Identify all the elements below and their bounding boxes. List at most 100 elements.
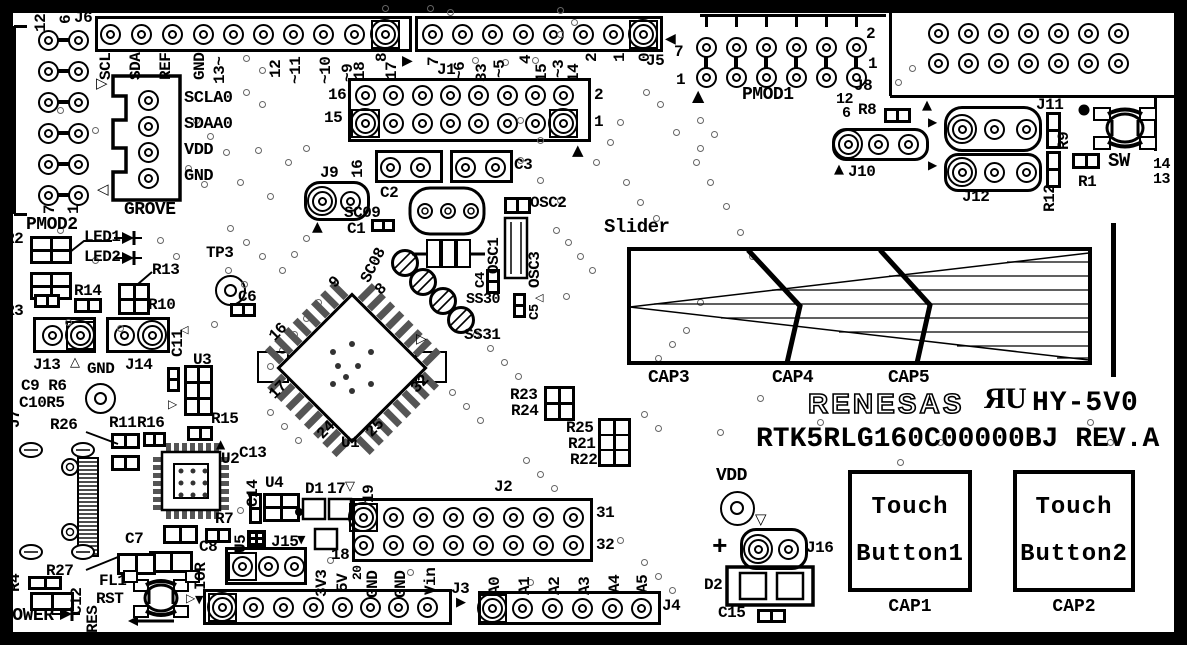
mid-part [117,553,156,575]
r15-part [187,426,213,441]
via-dot [326,556,334,564]
c5-part [513,293,526,318]
u5-part [247,530,266,547]
via-dot [242,88,250,96]
hdr-4: 4 [517,54,535,64]
j16-header-hole [777,538,799,560]
j2-header-hole [532,534,554,556]
r7-part [205,528,231,543]
j10-label: J10 [848,163,876,181]
via-dot [562,292,570,300]
pmod1-pin1: 1 [676,71,686,89]
silk-line [14,212,27,216]
j2-header-hole [442,534,464,556]
j3-header-hole [387,596,409,618]
r3-part [34,294,60,308]
cap5-label: CAP5 [888,368,930,388]
via-dot [91,256,99,264]
c14-label: C14 [244,479,262,507]
r23-label: R23 [510,386,538,404]
j4-header-hole [541,597,563,619]
u5-label: U5 [232,534,250,553]
r21-label: R21 [568,435,596,453]
via-dot [200,180,208,188]
via-dot [516,156,524,164]
via-dot [516,116,524,124]
via-dot [556,6,564,14]
via-dot [552,226,560,234]
c3-label: C3 [514,156,533,174]
j4-header-hole [601,597,623,619]
via-dot [564,238,572,246]
j2-label: J2 [494,478,513,496]
u1-pin17: 17 [265,377,291,404]
triangle-marker-icon: ▼ [297,533,306,546]
via-dot [526,578,534,586]
u4-label: U4 [265,474,284,492]
via-dot [514,372,522,380]
triangle-marker-icon: ▶ [402,53,413,69]
via-dot [706,178,714,186]
via-dot [91,126,99,134]
j3-gnd1: GND [364,570,382,598]
j12-header-hole [1015,161,1037,183]
triangle-marker-icon: △ [70,355,80,370]
via-dot [462,402,470,410]
r25-label: R25 [566,419,594,437]
j6-header-hole [343,23,365,45]
u1-pin32: 32 [407,371,433,398]
via-dot [654,572,662,580]
c1-part [371,219,395,232]
mid-header-hole [354,84,376,106]
j2-header-hole [412,534,434,556]
via-dot [536,176,544,184]
j13-header-big-ring [65,320,95,350]
silk-line [704,15,708,27]
part-number-label: RTK5RLG160C00000BJ REV.A [756,424,1160,455]
via-dot [446,8,454,16]
j1-header [415,16,663,52]
via-dot [696,116,704,124]
j14-header-big-ring [137,320,167,350]
silk-line [734,57,738,68]
j6-header-hole [312,23,334,45]
pmod1-pin12: 12 [836,91,854,108]
j2-header-hole [382,506,404,528]
r2-part-a [30,236,72,264]
j11-label: J11 [1036,96,1064,114]
u1-pin25: 25 [362,415,388,442]
via-dot [242,238,250,246]
via-dot [936,438,944,446]
u1-label: U1 [341,434,360,452]
r4-label: R4 [6,573,24,592]
c6-label: C6 [238,288,257,306]
j6-header-big-ring [370,19,400,49]
via-dot [290,250,298,258]
j6-header-hole [99,23,121,45]
d2-label: D2 [704,576,723,594]
j16-label: J16 [806,539,834,557]
triangle-marker-icon: ▶ [456,595,466,610]
triangle-marker-icon: ◁ [535,291,544,304]
via-dot [500,358,508,366]
j12-header [944,153,1042,192]
via-dot [242,54,250,62]
touch-button2-line1: Touch [1035,494,1113,521]
j3-header-hole [359,596,381,618]
via-dot [640,410,648,418]
sc09-label: SC09 [344,204,381,222]
via-dot [656,100,664,108]
j6-header-hole [192,23,214,45]
silk-line [734,15,738,27]
osc1-label: OSC1 [485,237,503,274]
via-dot [576,252,584,260]
pmod1-header-hole [695,36,717,58]
triangle-marker-icon: ▷ [416,331,427,347]
hdr-12: 12 [267,59,285,78]
silk-line [700,13,886,17]
via-dot [616,536,624,544]
u4-part [263,493,300,522]
c12-label: C12 [68,587,86,615]
j12-header-hole [983,161,1005,183]
via-dot [192,116,200,124]
